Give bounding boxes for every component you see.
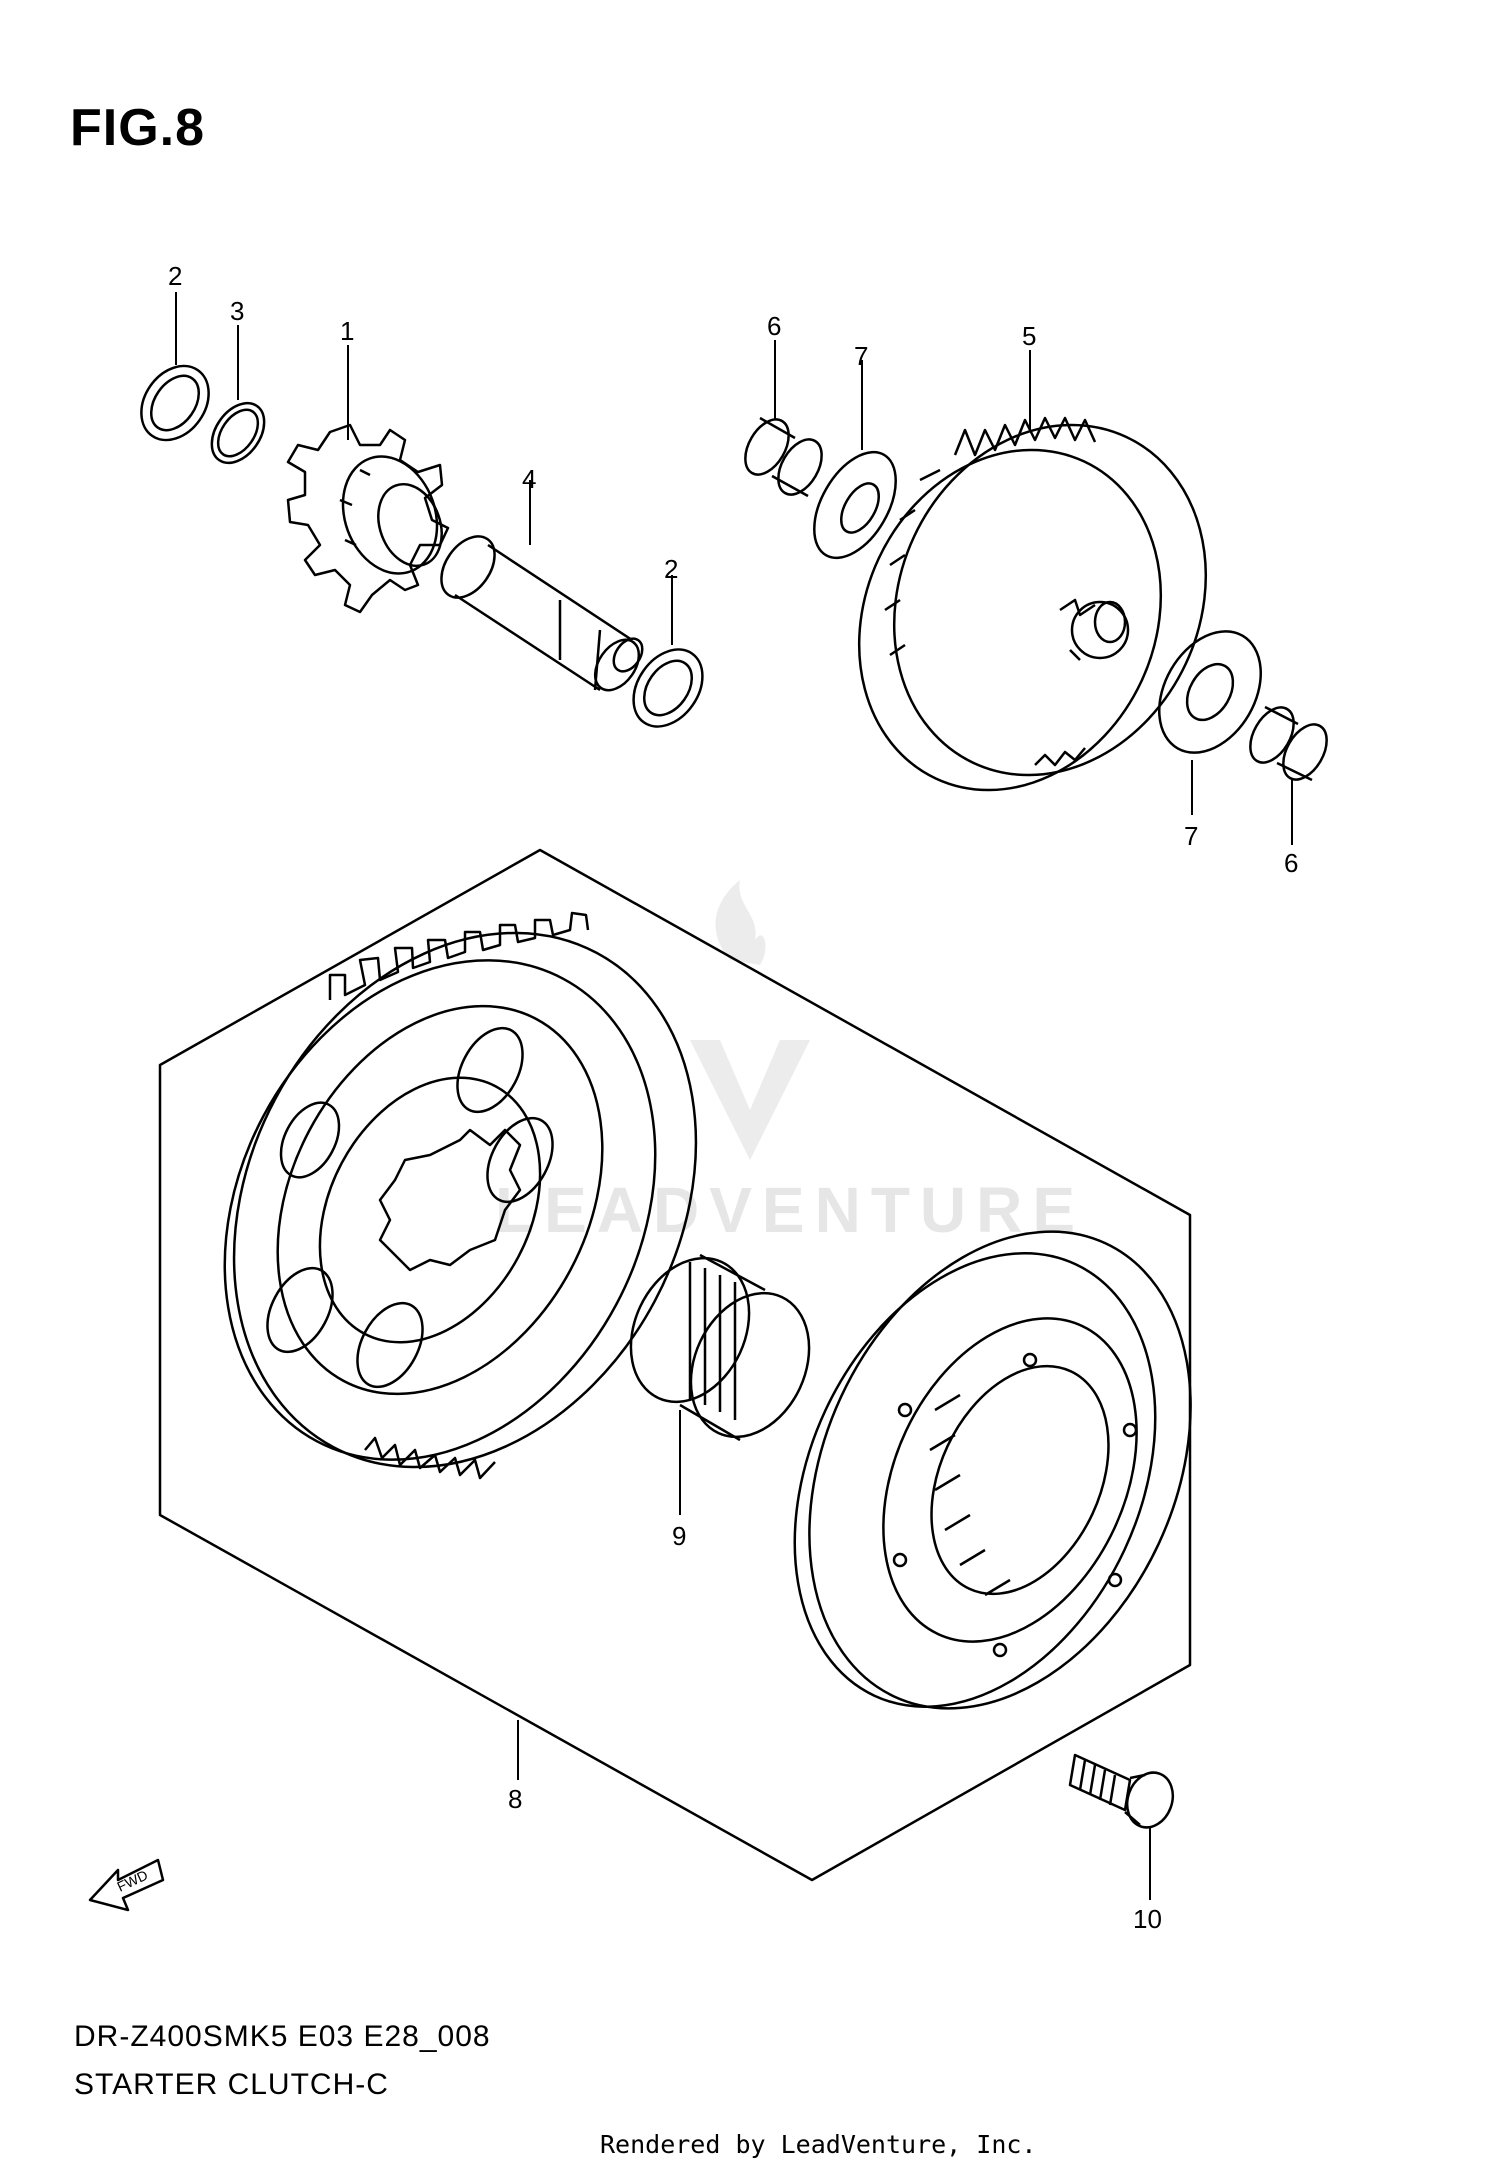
callout-4: 4: [522, 464, 536, 494]
callout-2-upper: 2: [168, 261, 182, 291]
one-way-clutch[interactable]: [725, 1169, 1264, 1770]
callout-9: 9: [672, 1521, 686, 1551]
bushing-part-6-upper[interactable]: [736, 412, 830, 502]
washer-part-2-lower[interactable]: [619, 636, 716, 739]
forward-label: FWD: [115, 1867, 151, 1895]
callout-2-lower: 2: [664, 554, 678, 584]
idle-gear-part-5[interactable]: [805, 373, 1262, 839]
figure-title: FIG.8: [70, 99, 206, 157]
callout-5: 5: [1022, 321, 1036, 351]
circlip-part-3[interactable]: [201, 393, 275, 472]
callout-7-upper: 7: [854, 341, 868, 371]
shaft-part-4[interactable]: [430, 527, 648, 699]
watermark-text: LEADVENTURE: [495, 1174, 1085, 1246]
callout-3: 3: [230, 296, 244, 326]
diagram-subtitle: STARTER CLUTCH-C: [74, 2068, 389, 2101]
model-code: DR-Z400SMK5 E03 E28_008: [74, 2020, 491, 2053]
washer-part-7-upper[interactable]: [797, 438, 912, 571]
bushing-part-6-lower[interactable]: [1241, 700, 1335, 787]
callout-1: 1: [340, 316, 354, 346]
gear-part-1[interactable]: [286, 423, 453, 614]
footer-credit: Rendered by LeadVenture, Inc.: [600, 2130, 1037, 2159]
needle-bearing-part-9[interactable]: [608, 1239, 831, 1456]
washer-part-2-upper[interactable]: [127, 353, 222, 453]
watermark: LEADVENTURE: [495, 880, 1085, 1246]
leader-lines: [175, 292, 1293, 1900]
callout-10: 10: [1133, 1904, 1162, 1934]
callout-8: 8: [508, 1784, 522, 1814]
callout-7-lower: 7: [1184, 821, 1198, 851]
bolt-part-10[interactable]: [1068, 1753, 1180, 1834]
callout-6-upper: 6: [767, 311, 781, 341]
washer-part-7-lower[interactable]: [1139, 613, 1282, 771]
starter-clutch-assembly-box: [158, 848, 1192, 1882]
starter-driven-gear[interactable]: [140, 852, 786, 1548]
forward-arrow-icon: [88, 1858, 165, 1912]
callout-6-lower: 6: [1284, 848, 1298, 878]
